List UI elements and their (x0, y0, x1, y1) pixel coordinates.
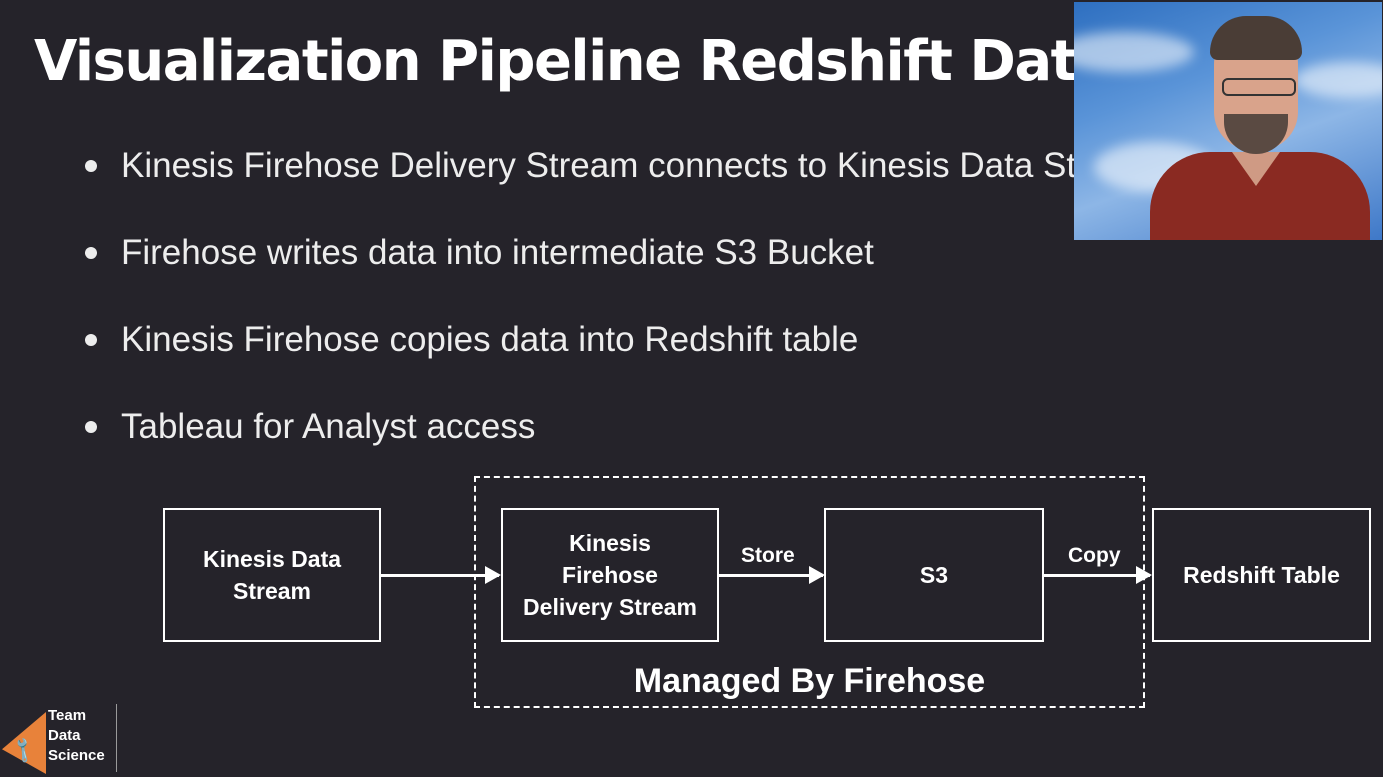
team-data-science-logo: 🔧 Team Data Science (0, 702, 118, 774)
logo-text: Team Data Science (48, 706, 105, 766)
group-label: Managed By Firehose (633, 662, 986, 700)
bullet-item: Kinesis Firehose copies data into Redshi… (85, 314, 1075, 401)
edge-label-copy: Copy (1068, 544, 1121, 567)
firehose-delivery-stream-node: Kinesis Firehose Delivery Stream (501, 508, 719, 642)
bullet-text: Firehose writes data into intermediate S… (121, 233, 874, 272)
node-label-line: Delivery Stream (523, 594, 697, 620)
bullet-text: Kinesis Firehose Delivery Stream connect… (121, 146, 1075, 185)
slide-title: Visualization Pipeline Redshift Data War… (34, 29, 1074, 94)
node-label-line: Kinesis (569, 530, 651, 556)
managed-by-firehose-group (474, 476, 1145, 708)
bullet-item: Kinesis Firehose Delivery Stream connect… (85, 140, 1075, 227)
bullet-dot-icon (85, 160, 97, 172)
bullet-text: Tableau for Analyst access (121, 407, 536, 446)
node-label: Kinesis Data Stream (202, 546, 342, 604)
bullet-list: Kinesis Firehose Delivery Stream connect… (85, 140, 1075, 488)
bullet-dot-icon (85, 421, 97, 433)
presenter-webcam (1074, 2, 1382, 240)
bullet-item: Firehose writes data into intermediate S… (85, 227, 1075, 314)
kinesis-data-stream-node: Kinesis Data Stream (163, 508, 381, 642)
presenter-glasses (1222, 78, 1296, 96)
bullet-dot-icon (85, 247, 97, 259)
webcam-cloud (1074, 32, 1194, 72)
logo-line: Data (48, 727, 81, 744)
bullet-text: Kinesis Firehose copies data into Redshi… (121, 320, 859, 359)
node-label: Redshift Table (1183, 562, 1340, 588)
arrow-firehose-to-s3 (719, 566, 825, 584)
s3-node: S3 (824, 508, 1044, 642)
redshift-table-node: Redshift Table (1152, 508, 1371, 642)
node-label: Kinesis Firehose Delivery Stream (523, 527, 697, 623)
webcam-cloud (1294, 62, 1382, 98)
logo-line: Team (48, 707, 87, 724)
bullet-item: Tableau for Analyst access (85, 401, 1075, 488)
bullet-dot-icon (85, 334, 97, 346)
edge-label-store: Store (741, 544, 795, 567)
presenter-hair (1210, 16, 1302, 60)
logo-divider (116, 704, 117, 772)
node-label: S3 (919, 562, 949, 588)
arrow-s3-to-redshift (1044, 566, 1152, 584)
presenter-beard (1224, 114, 1288, 154)
node-label-line: Firehose (562, 562, 658, 588)
logo-line: Science (48, 747, 105, 764)
arrow-stream-to-firehose (381, 566, 501, 584)
